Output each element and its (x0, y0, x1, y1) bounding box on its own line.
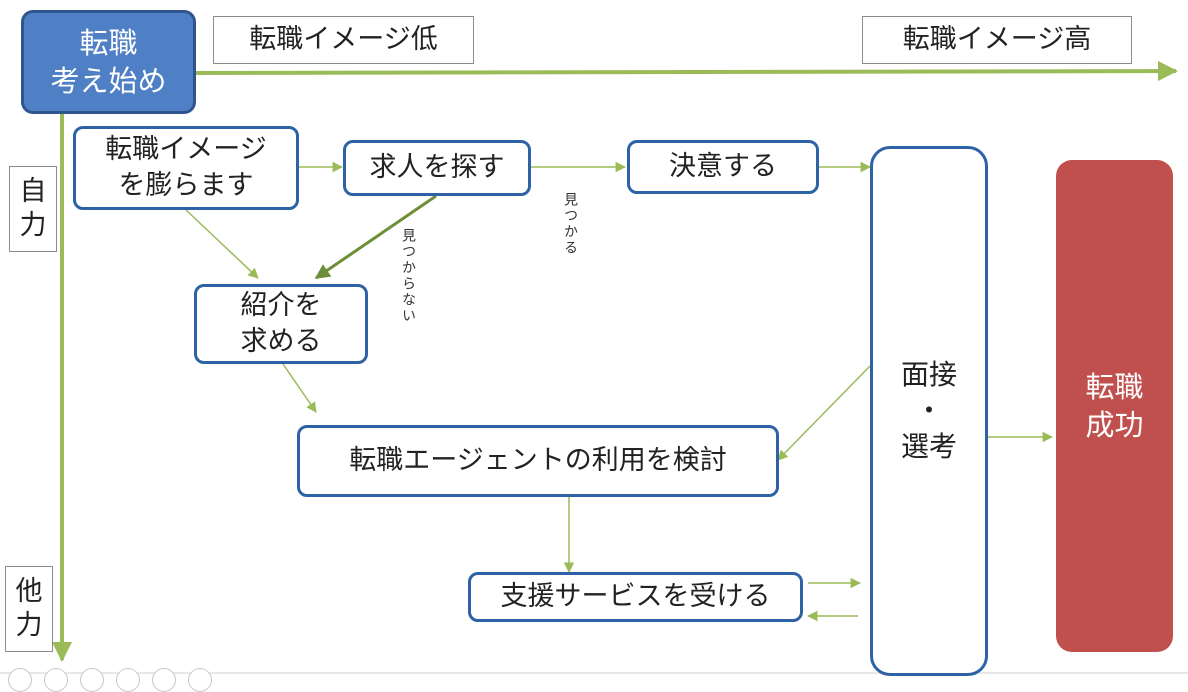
edge-search-to-referral (314, 194, 437, 280)
node-decide: 決意する (627, 140, 819, 194)
node-search-jobs: 求人を探す (343, 140, 531, 196)
label-low-image: 転職イメージ低 (213, 16, 474, 64)
node-interview: 面接 ・ 選考 (870, 146, 988, 676)
node-start: 転職 考え始め (21, 10, 196, 114)
edge-label-found: 見つかる (562, 192, 578, 256)
node-success: 転職 成功 (1056, 160, 1173, 652)
edge-expand-to-referral (185, 209, 259, 279)
toolbar-circle-icon[interactable] (8, 668, 32, 692)
label-high-image: 転職イメージ高 (862, 16, 1132, 64)
edge-referral-to-agent (282, 363, 317, 413)
edge-label-not-found: 見つからない (400, 228, 416, 324)
node-referral: 紹介を 求める (194, 284, 368, 364)
toolbar-pen-icon[interactable] (80, 668, 104, 692)
axis-image-horizontal (195, 61, 1178, 82)
edge-interview-to-agent (777, 365, 871, 461)
node-expand-image: 転職イメージ を膨らます (73, 126, 299, 210)
node-agent: 転職エージェントの利用を検討 (297, 425, 779, 497)
label-other: 他 力 (5, 566, 53, 652)
node-support: 支援サービスを受ける (468, 572, 803, 622)
label-self: 自 力 (9, 166, 57, 252)
toolbar-more-icon[interactable] (188, 668, 212, 692)
toolbar-circle-icon[interactable] (44, 668, 68, 692)
toolbar-zoom-icon[interactable] (152, 668, 176, 692)
toolbar-grid-icon[interactable] (116, 668, 140, 692)
